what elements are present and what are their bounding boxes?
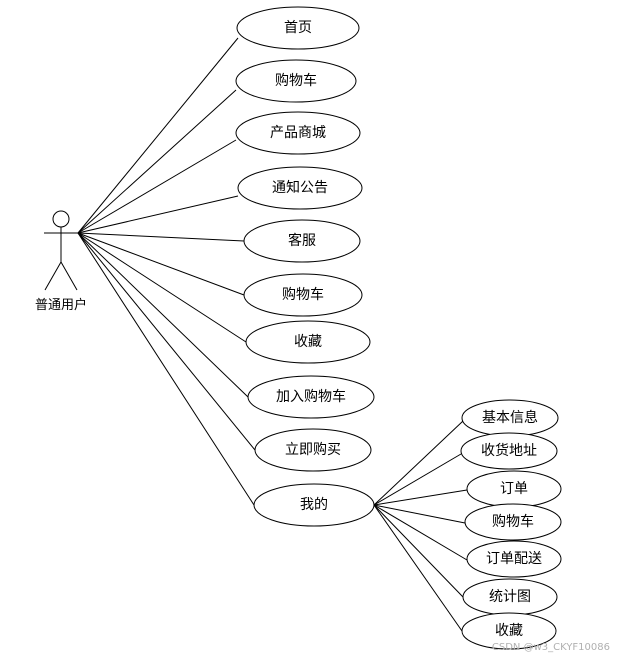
assoc-address (373, 453, 462, 506)
use-case-notice (237, 166, 363, 210)
assoc-mine (77, 232, 255, 506)
use-case-label: 通知公告 (272, 179, 328, 196)
sub-use-case-label: 统计图 (489, 589, 531, 605)
sub-use-case-favorites (461, 612, 557, 650)
assoc-addcart (77, 232, 249, 398)
actor-figure (44, 210, 78, 291)
assoc-order (373, 489, 468, 506)
use-case-label: 购物车 (282, 286, 324, 303)
use-case-add-to-cart (247, 375, 375, 419)
use-case-product-mall (235, 111, 361, 155)
use-case-favorites (245, 320, 371, 364)
actor-left-leg (44, 261, 62, 291)
use-case-label: 收藏 (294, 334, 322, 350)
use-case-service (243, 219, 361, 263)
assoc-notice (77, 195, 239, 234)
use-case-label: 客服 (288, 232, 316, 249)
actor-associations (77, 37, 256, 506)
assoc-mall (77, 139, 237, 234)
sub-use-case-label: 订单配送 (486, 551, 542, 567)
sub-use-case-order-delivery (466, 540, 562, 578)
sub-use-case-shipping-address (460, 432, 558, 470)
assoc-cart2 (77, 232, 245, 296)
assoc-home (77, 37, 239, 234)
assoc-fav2 (373, 504, 463, 632)
sub-use-case-label: 基本信息 (482, 409, 538, 426)
use-case-cart-2 (243, 273, 363, 317)
use-case-mine (253, 483, 375, 527)
sub-use-case-label: 收藏 (495, 623, 523, 639)
use-case-label: 我的 (300, 497, 328, 513)
assoc-cart1 (77, 89, 237, 234)
watermark: CSDN @w3_CKYF10086 (492, 642, 610, 653)
assoc-service (77, 232, 245, 242)
assoc-delivery (373, 504, 468, 561)
use-case-label: 加入购物车 (276, 388, 346, 405)
use-case-buy-now (254, 428, 372, 472)
assoc-fav (77, 232, 247, 343)
use-case-label: 产品商城 (270, 125, 326, 141)
use-case-label: 立即购买 (285, 442, 341, 458)
sub-use-case-label: 购物车 (492, 513, 534, 530)
use-case-label: 首页 (284, 20, 312, 36)
assoc-buy (77, 232, 256, 451)
use-case-cart (235, 59, 357, 103)
assoc-stats (373, 504, 464, 598)
use-case-label: 购物车 (275, 72, 317, 89)
mine-associations (373, 420, 468, 632)
actor-label: 普通用户 (35, 297, 87, 313)
assoc-cart3 (373, 504, 466, 524)
actor-right-leg (60, 261, 78, 291)
actor-head (52, 210, 70, 228)
assoc-info (373, 420, 464, 506)
sub-use-case-cart (464, 503, 562, 541)
sub-use-case-label: 收货地址 (481, 442, 537, 459)
sub-use-case-label: 订单 (500, 481, 528, 497)
use-case-home (236, 6, 360, 50)
